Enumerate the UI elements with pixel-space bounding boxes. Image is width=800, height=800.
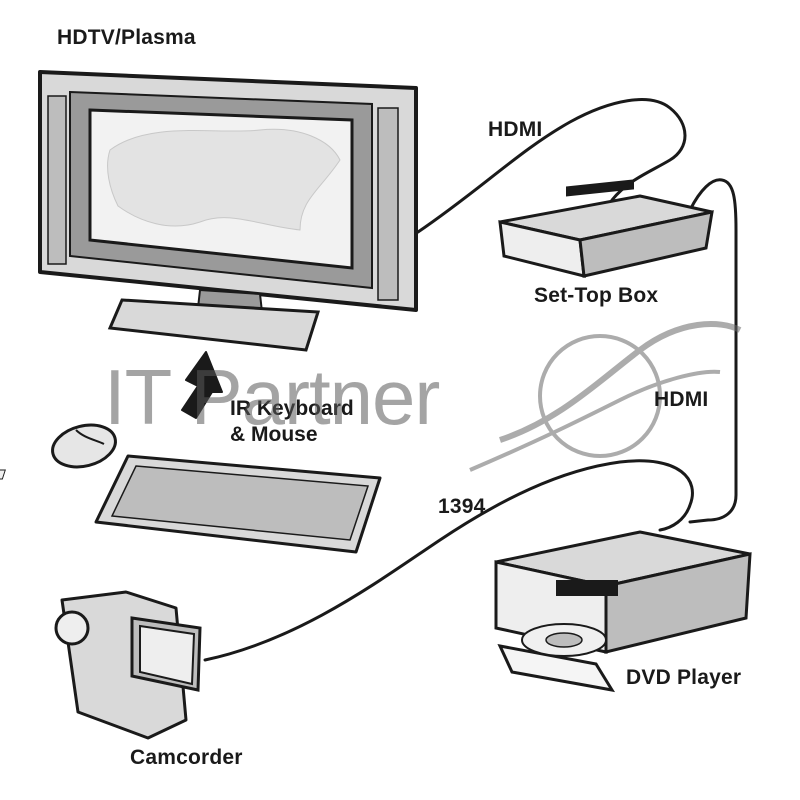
cables xyxy=(203,98,738,662)
tv-speaker-right xyxy=(377,107,399,301)
ir-keyboard-label-line1: IR Keyboard xyxy=(230,397,354,420)
hdmi-top-label: HDMI xyxy=(488,118,543,141)
camcorder xyxy=(54,590,202,740)
hdtv-plasma-label: HDTV/Plasma xyxy=(57,26,196,49)
firewire-cable-camcorder-to-dvd xyxy=(203,459,694,662)
dvd-player-label: DVD Player xyxy=(626,666,742,689)
hdmi-cable-tv-to-settop xyxy=(416,98,687,234)
firewire-label: 1394 xyxy=(438,495,486,518)
watermark-logo xyxy=(469,321,742,472)
hdmi-cable-settop-to-dvd xyxy=(688,178,738,524)
tv-speaker-left xyxy=(47,95,67,265)
dvd-player xyxy=(494,530,752,693)
tv-screen-reflection xyxy=(107,128,341,231)
set-top-box xyxy=(498,179,714,278)
keyboard xyxy=(0,454,382,554)
watermark-text: IT Partner xyxy=(104,353,440,441)
tv-stand-base xyxy=(107,298,321,352)
ir-arrow xyxy=(181,351,223,419)
ir-keyboard-label-line2: & Mouse xyxy=(230,423,318,446)
mouse xyxy=(51,423,117,469)
set-top-box-label: Set-Top Box xyxy=(534,284,659,307)
hdmi-right-label: HDMI xyxy=(654,388,709,411)
hdtv-plasma xyxy=(38,70,418,352)
camcorder-label: Camcorder xyxy=(130,746,243,769)
